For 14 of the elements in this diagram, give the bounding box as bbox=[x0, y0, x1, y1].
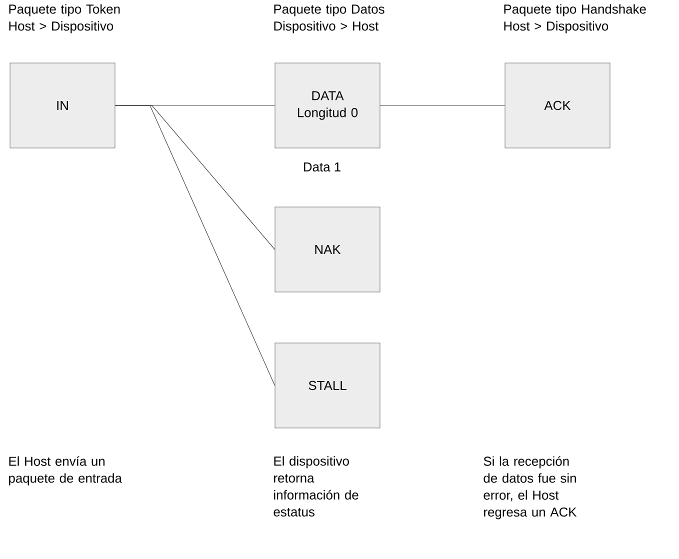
packet-box: IN bbox=[10, 62, 116, 148]
packet-box: NAK bbox=[274, 206, 380, 292]
packet-heading: Paquete tipo Handshake Host > Dispositivo bbox=[504, 4, 646, 34]
packet-note: Data 1 bbox=[304, 162, 340, 172]
packet-box: STALL bbox=[274, 342, 380, 428]
description-text: El Host envía un paquete de entrada bbox=[9, 456, 122, 486]
packet-heading: Paquete tipo Token Host > Dispositivo bbox=[9, 4, 120, 34]
packet-box: DATA Longitud 0 bbox=[274, 62, 380, 148]
description-text: Si la recepción de datos fue sin error, el Host regresa un ACK bbox=[484, 456, 577, 520]
connector-line bbox=[380, 105, 506, 106]
connector-line bbox=[114, 105, 276, 386]
packet-box: ACK bbox=[504, 62, 610, 148]
description-text: El dispositivo retorna información de estatus bbox=[274, 456, 358, 516]
packet-heading: Paquete tipo Datos Dispositivo > Host bbox=[274, 4, 384, 34]
